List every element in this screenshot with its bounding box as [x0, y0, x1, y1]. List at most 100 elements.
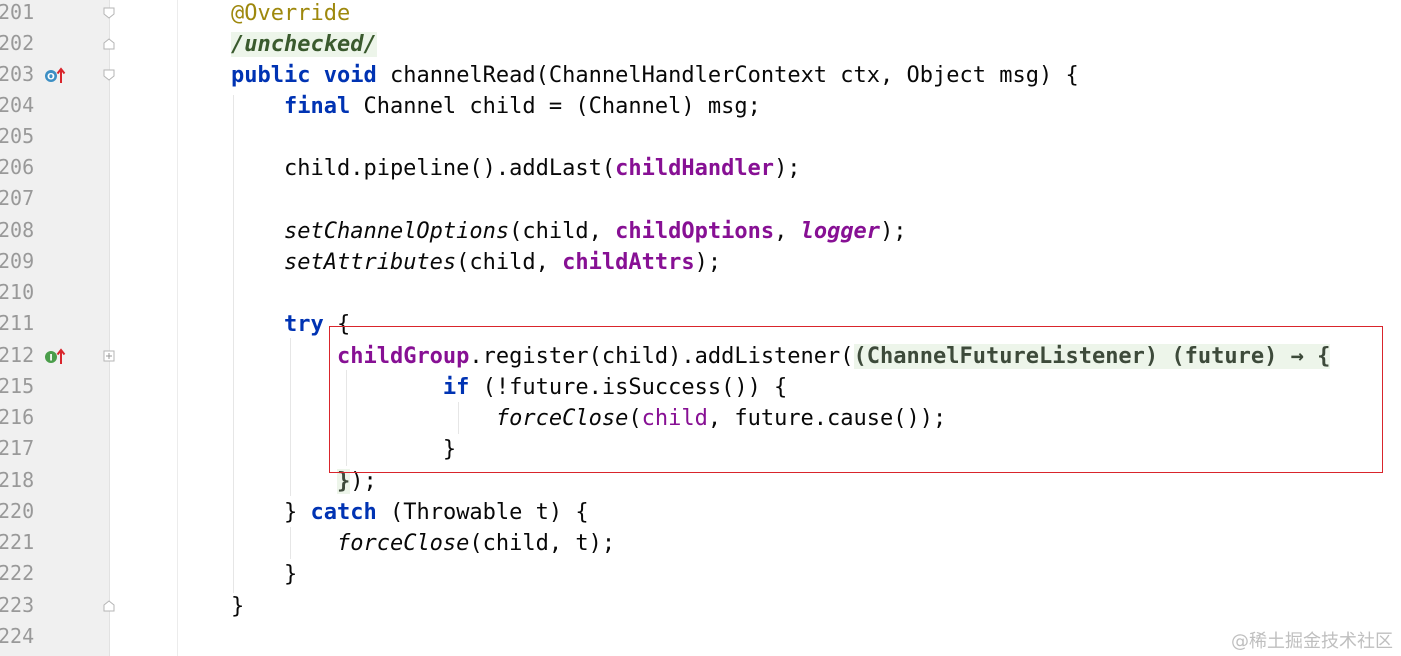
line-number: 221: [0, 530, 35, 554]
svg-text:I: I: [49, 354, 52, 364]
code-token: try: [283, 312, 324, 337]
code-token: );: [880, 219, 907, 244]
code-token: (child,: [509, 219, 616, 244]
code-line[interactable]: if (!future.isSuccess()) {: [231, 372, 787, 403]
code-token: childOptions: [615, 219, 775, 244]
code-line[interactable]: forceClose(child, future.cause());: [231, 403, 946, 434]
code-token: (!future.isSuccess()) {: [469, 375, 788, 400]
code-token: (ChannelFutureListener) (future) → {: [853, 344, 1331, 369]
code-token: [310, 63, 323, 88]
line-number: 218: [0, 468, 35, 492]
code-line[interactable]: });: [231, 466, 377, 497]
line-number: 215: [0, 374, 35, 398]
line-number: 208: [0, 218, 35, 242]
code-line[interactable]: try {: [231, 309, 350, 340]
code-token: child: [641, 406, 708, 431]
code-token: if: [442, 375, 470, 400]
code-token: [231, 94, 284, 119]
code-line[interactable]: forceClose(child, t);: [231, 528, 615, 559]
code-token: @Override: [231, 1, 351, 26]
line-number: 217: [0, 436, 35, 460]
code-line[interactable]: }: [231, 434, 456, 465]
code-token: setAttributes: [283, 250, 457, 275]
code-token: final: [283, 94, 351, 119]
editor-gutter: [0, 0, 110, 656]
code-line[interactable]: child.pipeline().addLast(childHandler);: [231, 153, 801, 184]
code-token: child.pipeline().addLast(: [231, 156, 616, 181]
indent-guide: [290, 527, 291, 559]
code-token: [231, 250, 284, 275]
code-token: ,: [774, 219, 801, 244]
code-token: }: [231, 562, 298, 587]
implement-interface-icon[interactable]: I: [44, 347, 68, 365]
code-token: setChannelOptions: [283, 219, 510, 244]
code-line[interactable]: }: [231, 559, 297, 590]
code-token: [231, 312, 284, 337]
line-number: 209: [0, 249, 35, 273]
code-token: }: [231, 500, 311, 525]
code-token: void: [323, 63, 377, 88]
code-line[interactable]: /unchecked/: [231, 29, 377, 60]
code-line[interactable]: } catch (Throwable t) {: [231, 497, 589, 528]
code-token: (child, t);: [469, 531, 616, 556]
line-number: 201: [0, 0, 35, 24]
code-line[interactable]: setAttributes(child, childAttrs);: [231, 247, 721, 278]
line-number: 202: [0, 31, 35, 55]
code-token: );: [774, 156, 801, 181]
code-token: (: [628, 406, 642, 431]
code-token: childAttrs: [562, 250, 695, 275]
code-token: );: [694, 250, 722, 275]
code-token: logger: [800, 219, 881, 244]
watermark: @稀土掘金技术社区: [1231, 631, 1393, 652]
line-number: 222: [0, 561, 35, 585]
highlight-box: [329, 326, 1383, 473]
code-token: }: [231, 437, 457, 462]
svg-text:O: O: [47, 73, 55, 83]
fold-expand-icon[interactable]: [103, 350, 115, 362]
code-token: [231, 531, 337, 556]
code-line[interactable]: final Channel child = (Channel) msg;: [231, 91, 761, 122]
code-token: Channel child = (Channel) msg;: [350, 94, 761, 119]
indent-guide: [233, 95, 234, 593]
indent-guide: [290, 338, 291, 496]
code-token: public: [231, 63, 311, 88]
line-number: 207: [0, 186, 35, 210]
code-token: );: [350, 469, 377, 494]
fold-marker-icon[interactable]: [103, 600, 115, 612]
gutter-divider: [109, 0, 110, 656]
line-number: 205: [0, 124, 35, 148]
code-line[interactable]: }: [231, 591, 244, 622]
indent-guide: [458, 402, 459, 434]
code-area-divider: [177, 0, 178, 656]
line-number: 212: [0, 343, 35, 367]
code-line[interactable]: childGroup.register(child).addListener((…: [231, 341, 1331, 372]
indent-guide: [346, 370, 347, 466]
code-token: }: [336, 469, 351, 494]
code-token: {: [323, 312, 351, 337]
fold-marker-icon[interactable]: [103, 38, 115, 50]
code-token: /unchecked/: [231, 32, 377, 57]
code-token: forceClose: [336, 531, 470, 556]
code-line[interactable]: public void channelRead(ChannelHandlerCo…: [231, 60, 1079, 91]
line-number: 216: [0, 405, 35, 429]
line-number: 220: [0, 499, 35, 523]
code-token: .register(child).addListener(: [469, 344, 854, 369]
code-line[interactable]: setChannelOptions(child, childOptions, l…: [231, 216, 907, 247]
code-token: [231, 469, 337, 494]
code-token: childGroup: [336, 344, 470, 369]
code-token: channelRead(ChannelHandlerContext ctx, O…: [376, 63, 1079, 88]
code-token: (child,: [456, 250, 563, 275]
code-token: (Throwable t) {: [376, 500, 589, 525]
code-token: forceClose: [495, 406, 629, 431]
fold-marker-icon[interactable]: [103, 69, 115, 81]
line-number: 211: [0, 311, 35, 335]
code-token: , future.cause());: [707, 406, 947, 431]
code-line[interactable]: @Override: [231, 0, 350, 29]
code-token: }: [231, 594, 245, 619]
fold-marker-icon[interactable]: [103, 7, 115, 19]
line-number: 210: [0, 280, 35, 304]
line-number: 223: [0, 593, 35, 617]
fold-column: [110, 0, 178, 656]
override-method-icon[interactable]: O: [44, 66, 68, 84]
code-token: [231, 219, 284, 244]
